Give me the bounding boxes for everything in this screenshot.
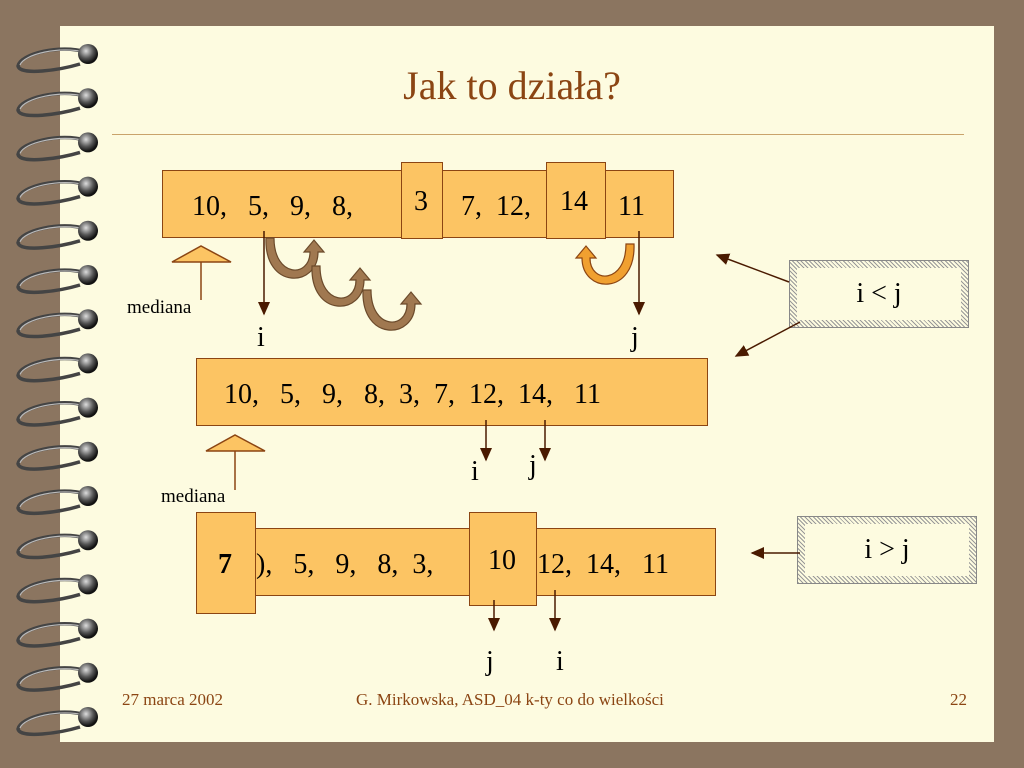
spiral-hole <box>78 309 98 330</box>
note-i-less-j: i < j <box>789 260 969 328</box>
title-divider <box>112 134 964 135</box>
spiral-wire <box>16 666 87 692</box>
spiral-wire-highlight <box>19 668 85 685</box>
row1-seq-left: 10, 5, 9, 8, <box>192 191 353 222</box>
row3-value-10: 10 <box>488 545 516 576</box>
pointer-j-row1: j <box>631 322 639 353</box>
spiral-wire-highlight <box>19 447 85 464</box>
pointer-i-row2: i <box>471 456 479 487</box>
spiral-wire-highlight <box>19 712 85 729</box>
spiral-wire-highlight <box>19 491 85 508</box>
spiral-wire-highlight <box>19 623 85 640</box>
spiral-wire <box>16 445 87 471</box>
note-i-less-j-text: i < j <box>797 268 961 320</box>
spiral-hole <box>78 530 98 551</box>
note-i-greater-j-text: i > j <box>805 524 969 576</box>
spiral-hole <box>78 441 98 462</box>
spiral-wire <box>16 312 87 339</box>
spiral-hole <box>78 353 98 374</box>
spiral-wire-highlight <box>19 93 85 110</box>
footer-page-number: 22 <box>950 690 967 709</box>
spiral-wire-highlight <box>19 270 85 287</box>
spiral-hole <box>78 132 98 153</box>
footer-author: G. Mirkowska, ASD_04 k-ty co do wielkośc… <box>356 690 664 709</box>
spiral-wire <box>16 577 87 604</box>
spiral-hole <box>78 574 98 595</box>
spiral-wire <box>16 180 87 206</box>
row1-seq-right: 11 <box>618 191 645 222</box>
row3-highlight-10 <box>469 512 537 606</box>
row1-highlight-14 <box>546 162 606 239</box>
spiral-wire-highlight <box>19 226 85 243</box>
row1-seq-mid: 7, 12, <box>461 191 531 222</box>
row2-seq: 10, 5, 9, 8, 3, 7, 12, 14, 11 <box>224 379 601 410</box>
spiral-wire-highlight <box>19 535 85 552</box>
footer-date: 27 marca 2002 <box>122 690 224 709</box>
spiral-hole <box>78 397 98 418</box>
spiral-wire <box>16 224 87 250</box>
mediana-pointer-1 <box>171 245 232 300</box>
arrow-note-less-2 <box>734 321 801 357</box>
note-i-greater-j: i > j <box>797 516 977 584</box>
spiral-wire-highlight <box>19 402 85 419</box>
mediana-pointer-2 <box>205 434 266 490</box>
spiral-wire-highlight <box>19 137 85 154</box>
arrow-note-less-1 <box>715 253 790 283</box>
spiral-hole <box>78 88 98 109</box>
curved-arrow-1 <box>265 237 326 279</box>
spiral-hole <box>78 265 98 285</box>
row1-value-3: 3 <box>414 186 428 217</box>
curved-arrow-left <box>574 243 635 285</box>
spiral-wire-highlight <box>19 49 85 66</box>
row2-array-box <box>196 358 708 426</box>
spiral-hole <box>78 220 98 241</box>
row1-value-14: 14 <box>560 186 588 217</box>
row1-highlight-3 <box>401 162 443 239</box>
spiral-wire-highlight <box>19 579 85 596</box>
spiral-wire-highlight <box>19 358 85 375</box>
spiral-wire-highlight <box>19 314 85 331</box>
spiral-wire <box>16 135 87 162</box>
spiral-wire <box>16 489 87 516</box>
spiral-wire <box>16 710 87 737</box>
spiral-wire <box>16 356 87 383</box>
spiral-hole <box>78 662 98 683</box>
row3-highlight-7 <box>196 512 256 614</box>
spiral-hole <box>78 707 98 727</box>
spiral-wire-highlight <box>19 181 85 198</box>
row3-seq-right: 12, 14, 11 <box>537 549 669 580</box>
row3-seq-left: ), 5, 9, 8, 3, <box>256 549 434 580</box>
spiral-wire <box>16 401 87 427</box>
spiral-wire <box>16 268 87 295</box>
spiral-wire <box>16 622 87 648</box>
spiral-hole <box>78 618 98 639</box>
pointer-j-row3: j <box>486 646 494 677</box>
pointer-i-row3: i <box>556 646 564 677</box>
spiral-wire <box>16 533 87 560</box>
slide-title: Jak to działa? <box>403 63 621 108</box>
curved-arrow-3 <box>362 289 423 331</box>
spiral-wire <box>16 91 87 118</box>
spiral-hole <box>78 176 98 197</box>
pointer-j-row2: j <box>529 450 537 481</box>
curved-arrow-2 <box>311 265 372 307</box>
spiral-hole <box>78 44 98 64</box>
mediana-label-1: mediana <box>127 297 192 318</box>
spiral-binding <box>16 44 98 737</box>
spiral-wire <box>16 47 87 74</box>
spiral-hole <box>78 486 98 506</box>
row3-value-7: 7 <box>218 549 232 580</box>
pointer-i-row1: i <box>257 322 265 353</box>
mediana-label-2: mediana <box>161 486 226 507</box>
